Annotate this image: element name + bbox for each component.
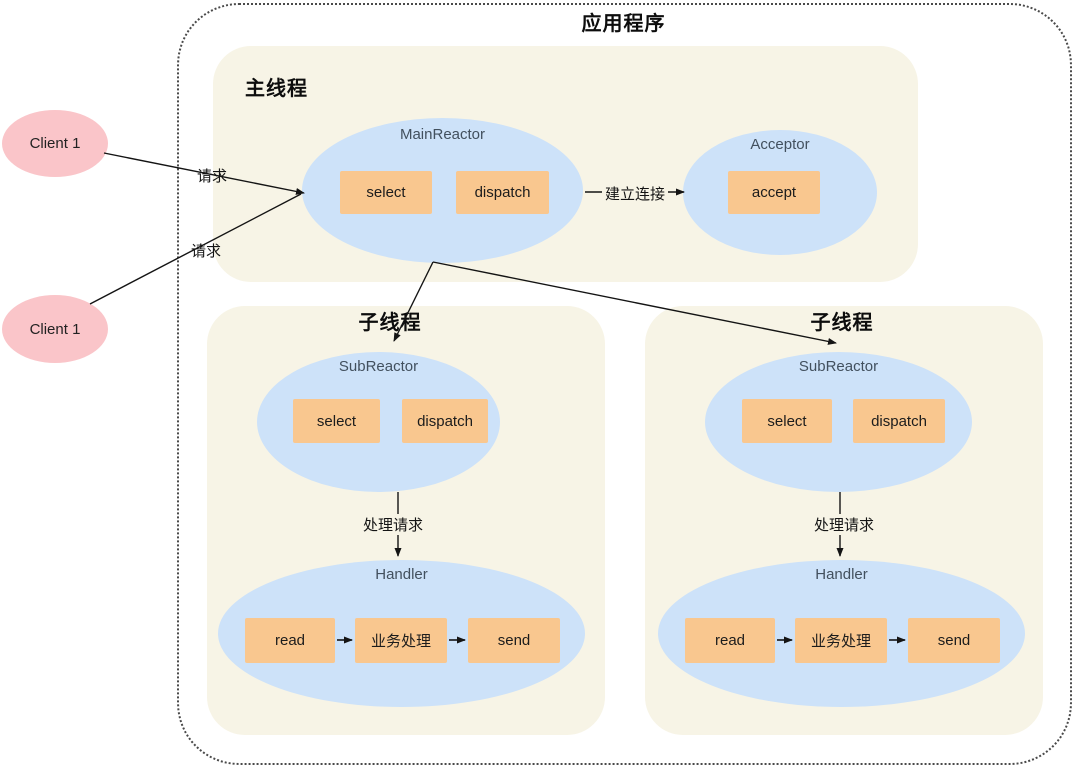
sub-reactor-right-dispatch-box: dispatch bbox=[853, 399, 945, 443]
process-request-right-label: 处理请求 bbox=[811, 514, 877, 535]
request-label-bottom: 请求 bbox=[190, 243, 221, 260]
client-1-bottom: Client 1 bbox=[2, 295, 108, 363]
client-1-top: Client 1 bbox=[2, 110, 108, 177]
handler-left-read-box: read bbox=[245, 618, 335, 663]
main-reactor-title: MainReactor bbox=[399, 126, 486, 143]
sub-thread-right-title: 子线程 bbox=[810, 312, 874, 334]
handler-left-title: Handler bbox=[375, 566, 428, 583]
main-reactor-select-box: select bbox=[340, 171, 432, 214]
handler-right-title: Handler bbox=[815, 566, 868, 583]
process-request-left-label: 处理请求 bbox=[360, 514, 426, 535]
sub-reactor-left-select-box: select bbox=[293, 399, 380, 443]
sub-reactor-right-title: SubReactor bbox=[798, 358, 879, 375]
application-boundary bbox=[177, 3, 1072, 765]
acceptor-title: Acceptor bbox=[750, 136, 810, 153]
application-title: 应用程序 bbox=[581, 13, 666, 35]
handler-left-send-box: send bbox=[468, 618, 560, 663]
sub-reactor-left-title: SubReactor bbox=[338, 358, 419, 375]
handler-right-read-box: read bbox=[685, 618, 775, 663]
acceptor-accept-box: accept bbox=[728, 171, 820, 214]
handler-right-business-box: 业务处理 bbox=[795, 618, 887, 663]
main-thread-title: 主线程 bbox=[245, 78, 308, 100]
sub-thread-left-title: 子线程 bbox=[358, 312, 422, 334]
establish-connection-label: 建立连接 bbox=[602, 183, 668, 204]
handler-left-business-box: 业务处理 bbox=[355, 618, 447, 663]
sub-reactor-left-dispatch-box: dispatch bbox=[402, 399, 488, 443]
request-label-top: 请求 bbox=[196, 168, 227, 185]
handler-right-send-box: send bbox=[908, 618, 1000, 663]
main-reactor-dispatch-box: dispatch bbox=[456, 171, 549, 214]
sub-reactor-right-select-box: select bbox=[742, 399, 832, 443]
